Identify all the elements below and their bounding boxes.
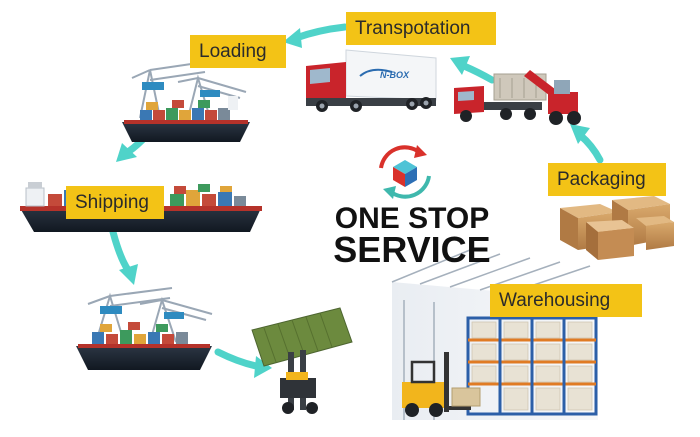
loading-port-illustration	[122, 61, 250, 142]
arrow-head-5	[119, 264, 138, 285]
arrow-head-2	[450, 56, 470, 75]
step-label-loading: Loading	[190, 35, 286, 68]
reach-stacker-illustration	[454, 70, 581, 125]
step-label-shipping: Shipping	[66, 186, 164, 219]
arrow-head-4	[570, 124, 590, 144]
warehouse-illustration	[391, 249, 598, 420]
cardboard-boxes-illustration	[560, 196, 674, 260]
arrow-head-6	[254, 356, 272, 378]
arrow-transportation-to-loading	[292, 23, 349, 42]
step-label-transportation: Transpotation	[346, 12, 496, 45]
title-line-one: ONE STOP	[334, 202, 490, 235]
container-forklift-illustration	[251, 307, 353, 414]
arrow-packaging-to-transportation	[460, 62, 496, 84]
title-line-two: SERVICE	[333, 229, 491, 270]
arrow-shipping-down	[109, 228, 132, 274]
warehouse-racks	[466, 316, 598, 416]
arrow-ship-to-container	[214, 348, 260, 370]
step-label-warehousing: Warehousing	[490, 284, 642, 317]
arrow-packaging-up	[576, 131, 604, 164]
cycle-cube-icon	[379, 145, 431, 199]
truck-brand-text: N-BOX	[380, 70, 410, 80]
arrow-head-3	[116, 143, 137, 162]
step-label-packaging: Packaging	[548, 163, 666, 196]
warehouse-forklift	[402, 352, 481, 417]
arrow-head-1	[283, 28, 302, 48]
transport-truck-illustration: N-BOX	[306, 49, 437, 112]
unloading-port-illustration	[76, 287, 213, 370]
